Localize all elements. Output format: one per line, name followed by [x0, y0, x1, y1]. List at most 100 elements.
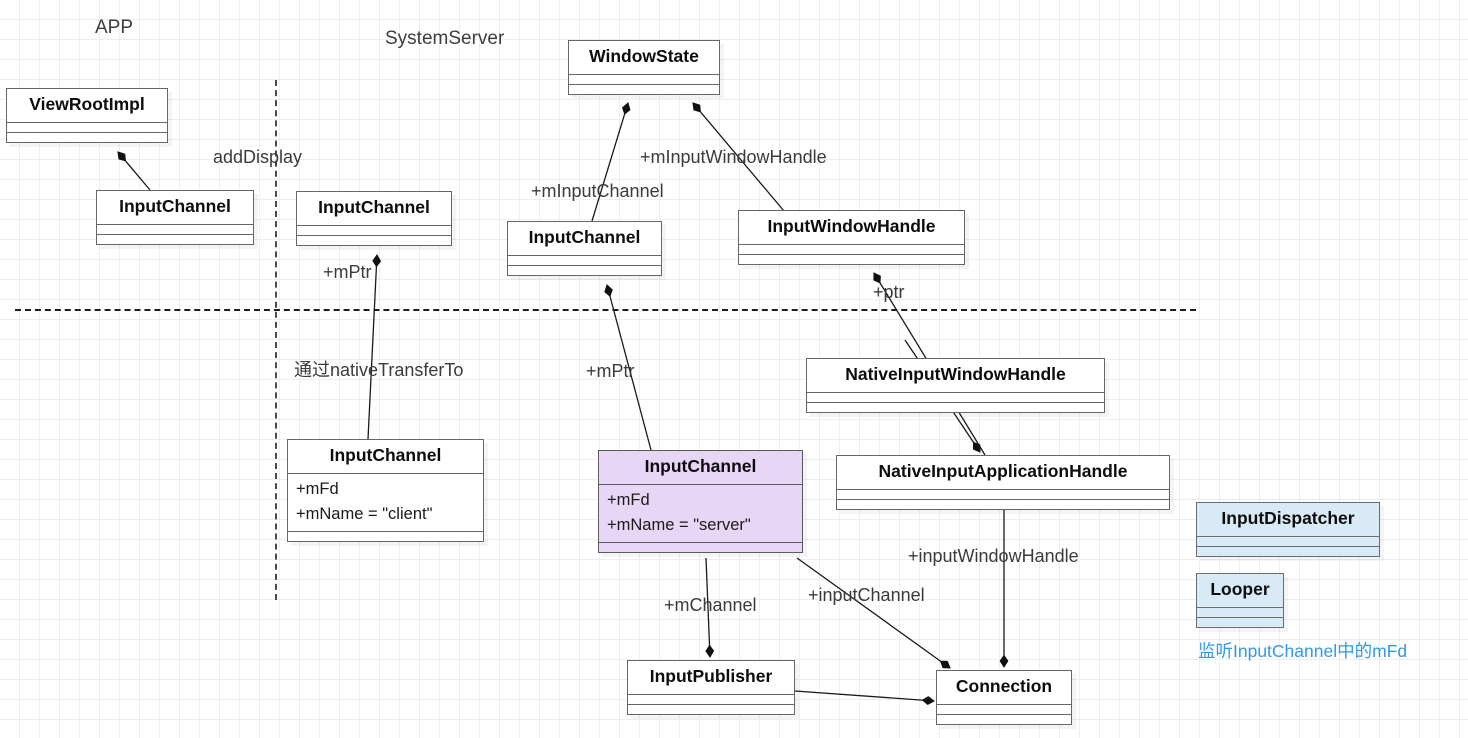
class-divider: [1197, 535, 1379, 537]
class-title: Connection: [955, 676, 1053, 696]
class-method-band: [1197, 547, 1379, 556]
edge-connection-inputchannel: [796, 557, 950, 668]
class-divider: [739, 243, 964, 245]
class-title: InputWindowHandle: [767, 216, 936, 236]
class-divider: [288, 530, 483, 532]
class-divider: [937, 703, 1071, 705]
class-attr-band: [569, 75, 719, 84]
class-box-nativeinputapplicationhandle[interactable]: NativeInputApplicationHandle: [836, 455, 1170, 510]
class-attr-band: [1197, 608, 1283, 617]
class-attr-band: [807, 393, 1104, 402]
class-divider: [628, 693, 794, 695]
class-attribute: +mFd: [296, 479, 339, 498]
class-box-connection[interactable]: Connection: [936, 670, 1072, 725]
class-attribute: +mName = "client": [296, 504, 433, 523]
class-method-band: [599, 543, 802, 552]
class-divider: [508, 254, 661, 256]
class-title: InputChannel: [329, 445, 442, 465]
class-method-band: [288, 532, 483, 541]
class-attr-band: [937, 705, 1071, 714]
edge-label-nativetransferto: 通过nativeTransferTo: [294, 360, 464, 380]
class-divider: [739, 253, 964, 255]
class-box-inputchannel-windowstate[interactable]: InputChannel: [507, 221, 662, 276]
class-method-band: [628, 705, 794, 714]
class-divider: [7, 131, 167, 133]
app-region-label: APP: [95, 17, 134, 38]
class-divider: [599, 541, 802, 543]
edge-label-inputwindowhandle: +inputWindowHandle: [908, 546, 1079, 566]
class-title: Looper: [1210, 579, 1270, 599]
class-box-inputchannel-server[interactable]: InputChannel +mFd +mName = "server": [598, 450, 803, 553]
class-box-inputwindowhandle[interactable]: InputWindowHandle: [738, 210, 965, 265]
class-divider: [807, 391, 1104, 393]
edge-label-mchannel: +mChannel: [664, 595, 757, 615]
edge-label-minputchannel: +mInputChannel: [531, 181, 664, 201]
class-divider: [937, 713, 1071, 715]
class-divider: [288, 472, 483, 474]
class-attribute: +mFd: [607, 490, 650, 509]
class-title: InputChannel: [644, 456, 757, 476]
class-method-band: [837, 500, 1169, 509]
class-method-band: [807, 403, 1104, 412]
looper-note-label: 监听InputChannel中的mFd: [1198, 641, 1408, 661]
edge-windowstate-inputchannel: [591, 103, 628, 222]
class-title: InputChannel: [318, 197, 430, 217]
class-divider: [599, 483, 802, 485]
edge-label-mptr-server: +mPtr: [586, 361, 635, 381]
class-attributes: +mFd +mName = "client": [288, 474, 483, 531]
class-method-band: [7, 133, 167, 142]
class-attribute: +mName = "server": [607, 515, 751, 534]
edge-label-adddisplay: addDisplay: [213, 147, 303, 167]
class-divider: [807, 401, 1104, 403]
class-divider: [837, 488, 1169, 490]
class-divider: [837, 498, 1169, 500]
class-divider: [1197, 606, 1283, 608]
java-native-divider: [15, 309, 1196, 311]
class-attr-band: [628, 695, 794, 704]
class-divider: [7, 121, 167, 123]
class-divider: [297, 224, 451, 226]
class-divider: [297, 234, 451, 236]
edge-inputchannel-client-mptr: [367, 255, 377, 440]
class-divider: [97, 223, 253, 225]
class-title: InputDispatcher: [1221, 508, 1355, 528]
class-title: NativeInputWindowHandle: [845, 364, 1066, 384]
class-divider: [569, 83, 719, 85]
class-box-inputdispatcher[interactable]: InputDispatcher: [1196, 502, 1380, 557]
class-title: InputPublisher: [649, 666, 773, 686]
class-divider: [508, 264, 661, 266]
edge-inputpublisher-connection: [794, 690, 934, 701]
class-method-band: [508, 266, 661, 275]
class-attr-band: [508, 256, 661, 265]
class-title: InputChannel: [528, 227, 641, 247]
edge-viewrootimpl-inputchannel: [118, 152, 151, 191]
class-attr-band: [297, 226, 451, 235]
edge-label-ptr: +ptr: [873, 282, 905, 302]
edge-inputpublisher-mchannel: [705, 557, 710, 657]
class-box-viewrootimpl[interactable]: ViewRootImpl: [6, 88, 168, 143]
class-box-windowstate[interactable]: WindowState: [568, 40, 720, 95]
edge-windowstate-inputwindowhandle: [693, 103, 785, 212]
class-box-nativeinputwindowhandle[interactable]: NativeInputWindowHandle: [806, 358, 1105, 413]
edge-label-mptr-app: +mPtr: [323, 262, 372, 282]
class-method-band: [1197, 618, 1283, 627]
systemserver-region-label: SystemServer: [385, 28, 505, 49]
class-divider: [569, 73, 719, 75]
class-method-band: [937, 715, 1071, 724]
class-box-inputpublisher[interactable]: InputPublisher: [627, 660, 795, 715]
class-attr-band: [837, 490, 1169, 499]
edge-label-inputchannel: +inputChannel: [808, 585, 925, 605]
class-divider: [628, 703, 794, 705]
class-divider: [97, 233, 253, 235]
class-attr-band: [7, 123, 167, 132]
class-method-band: [739, 255, 964, 264]
class-attr-band: [97, 225, 253, 234]
class-box-inputchannel-systemserver[interactable]: InputChannel: [296, 191, 452, 246]
class-box-looper[interactable]: Looper: [1196, 573, 1284, 628]
class-title: NativeInputApplicationHandle: [878, 461, 1128, 481]
class-box-inputchannel-client[interactable]: InputChannel +mFd +mName = "client": [287, 439, 484, 542]
app-systemserver-divider: [275, 80, 277, 600]
class-box-inputchannel-app[interactable]: InputChannel: [96, 190, 254, 245]
class-method-band: [97, 235, 253, 244]
